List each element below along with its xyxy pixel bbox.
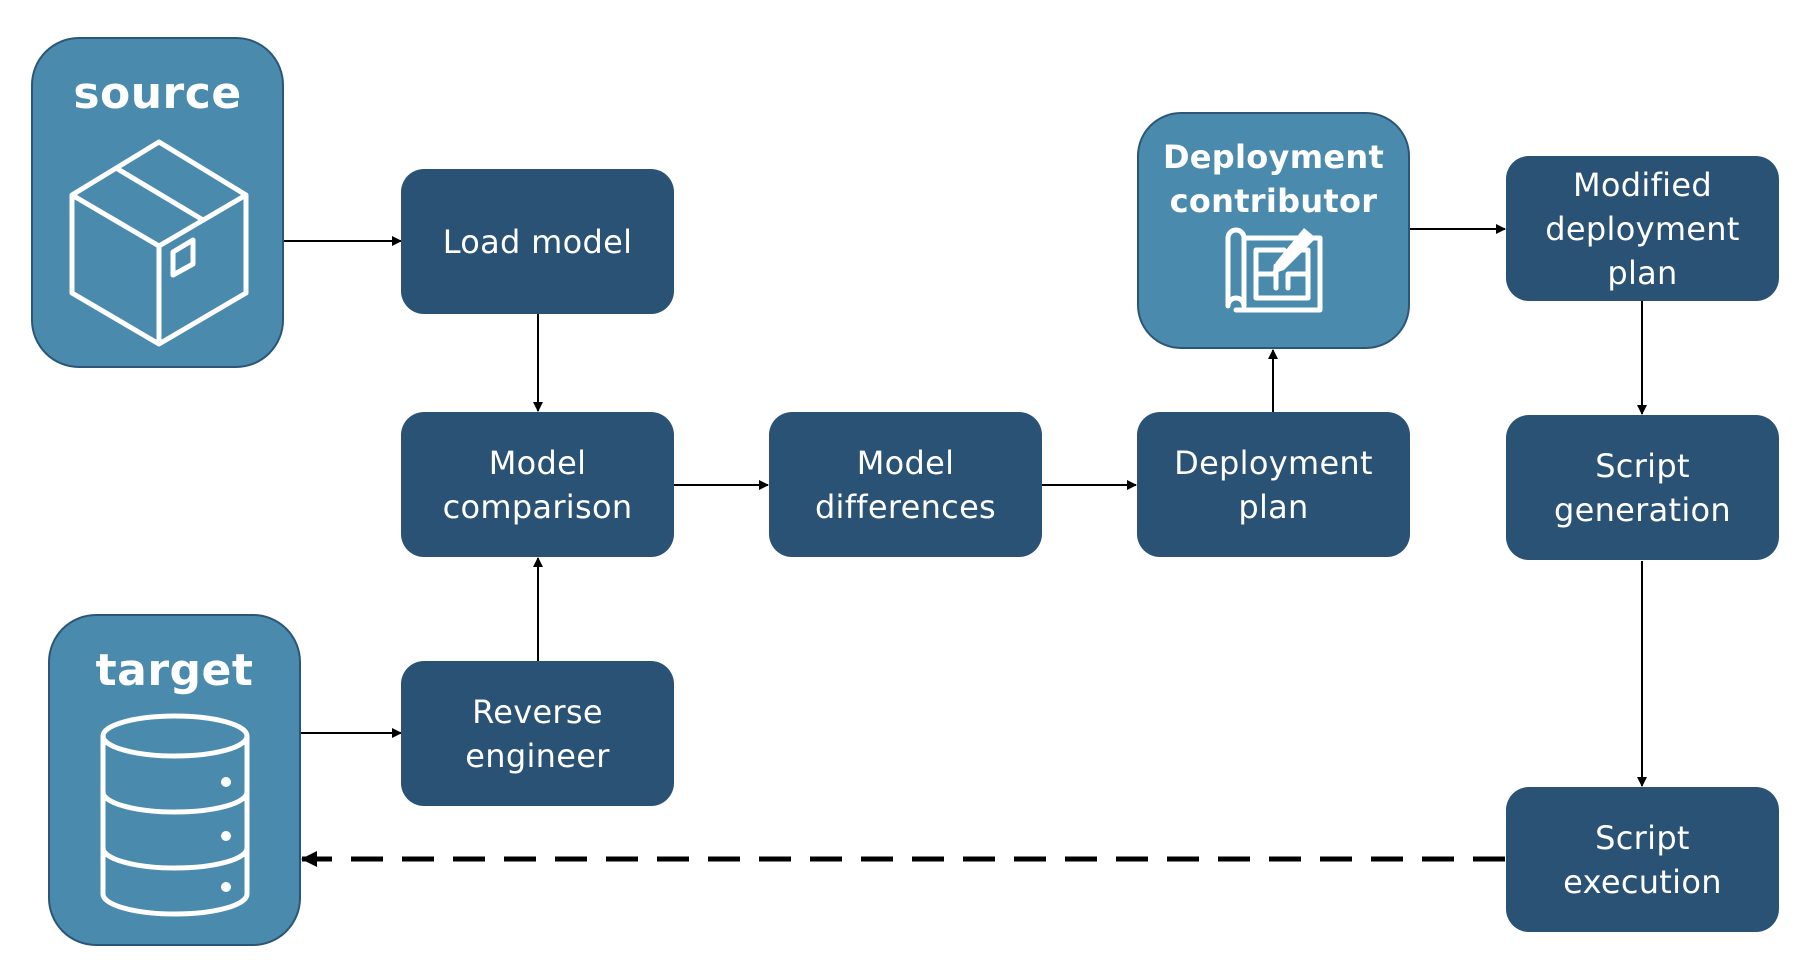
deployment-contributor-label: Deployment contributor bbox=[1162, 138, 1385, 220]
target-label: target bbox=[95, 645, 254, 696]
modified-deployment-plan-label: Modified deployment plan bbox=[1545, 165, 1740, 292]
reverse-engineer-label: Reverse engineer bbox=[465, 692, 610, 775]
deployment-plan-label: Deployment plan bbox=[1174, 443, 1373, 526]
blueprint-pencil-icon bbox=[1225, 227, 1323, 313]
script-generation-label: Script generation bbox=[1553, 446, 1732, 529]
model-differences-label: Model differences bbox=[814, 443, 997, 526]
database-icon bbox=[100, 713, 250, 917]
target-node: target bbox=[48, 614, 301, 946]
model-differences-node: Model differences bbox=[769, 412, 1042, 557]
model-comparison-label: Model comparison bbox=[442, 443, 633, 526]
modified-deployment-plan-node: Modified deployment plan bbox=[1506, 156, 1779, 301]
script-generation-node: Script generation bbox=[1506, 415, 1779, 560]
deployment-plan-node: Deployment plan bbox=[1137, 412, 1410, 557]
model-comparison-node: Model comparison bbox=[401, 412, 674, 557]
script-execution-label: Script execution bbox=[1563, 818, 1722, 901]
reverse-engineer-node: Reverse engineer bbox=[401, 661, 674, 806]
load-model-label: Load model bbox=[442, 222, 633, 261]
source-label: source bbox=[73, 68, 242, 119]
load-model-node: Load model bbox=[401, 169, 674, 314]
package-box-icon bbox=[69, 139, 249, 347]
script-execution-node: Script execution bbox=[1506, 787, 1779, 932]
